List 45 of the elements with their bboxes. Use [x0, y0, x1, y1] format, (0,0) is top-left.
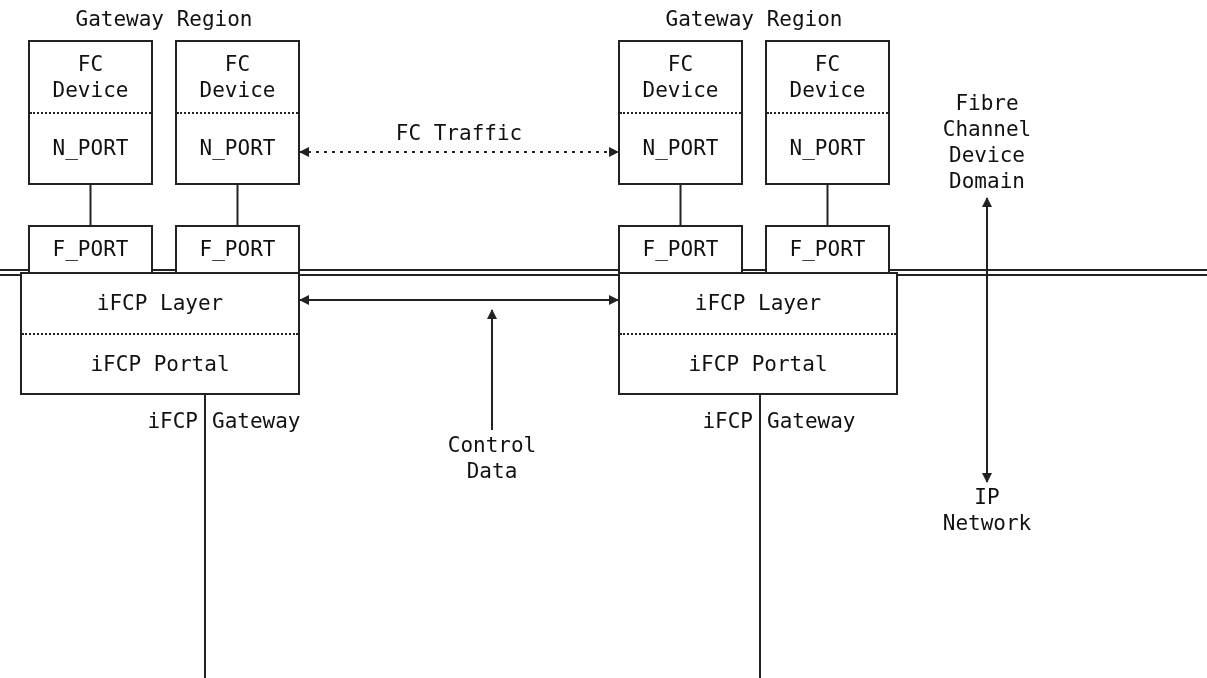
box-text: F_PORT — [642, 236, 719, 263]
text-label: iFCP — [146, 408, 198, 435]
box-text: FC Device — [788, 50, 867, 103]
layer-box — [618, 272, 898, 395]
box-text: iFCP Portal — [90, 350, 230, 377]
device-box — [175, 40, 300, 185]
text-label: Gateway — [767, 408, 857, 435]
box-text: FC Device — [641, 50, 720, 103]
arrow — [299, 147, 619, 157]
node-label: Control Data — [446, 432, 538, 485]
arrow — [299, 295, 619, 305]
connector-line — [759, 394, 761, 678]
text-label: Gateway — [212, 408, 302, 435]
box-text: iFCP Portal — [688, 350, 828, 377]
device-box — [618, 40, 743, 185]
box-text: F_PORT — [52, 236, 129, 263]
box-text: N_PORT — [52, 135, 129, 162]
node-label: Fibre Channel Device Domain — [941, 89, 1033, 195]
connector-line — [826, 184, 829, 226]
text-label: Gateway Region — [664, 6, 844, 33]
box-text: FC Device — [51, 50, 130, 103]
port-box — [28, 225, 153, 272]
box-text: N_PORT — [642, 135, 719, 162]
box-text: N_PORT — [199, 135, 276, 162]
text-label: iFCP — [701, 408, 753, 435]
device-box — [765, 40, 890, 185]
box-text: F_PORT — [789, 236, 866, 263]
box-text: iFCP Layer — [96, 290, 224, 317]
port-box — [618, 225, 743, 272]
arrow — [487, 309, 497, 431]
box-text: iFCP Layer — [694, 290, 822, 317]
connector-line — [204, 394, 206, 678]
layer-box — [20, 272, 300, 395]
arrow — [982, 197, 992, 483]
connector-line — [236, 184, 239, 226]
box-text: FC Device — [198, 50, 277, 103]
node-label: IP Network — [941, 484, 1033, 537]
port-box — [175, 225, 300, 272]
box-text: N_PORT — [789, 135, 866, 162]
connector-line — [89, 184, 92, 226]
connector-line — [679, 184, 682, 226]
device-box — [28, 40, 153, 185]
box-text: F_PORT — [199, 236, 276, 263]
text-label: Gateway Region — [74, 6, 254, 33]
port-box — [765, 225, 890, 272]
